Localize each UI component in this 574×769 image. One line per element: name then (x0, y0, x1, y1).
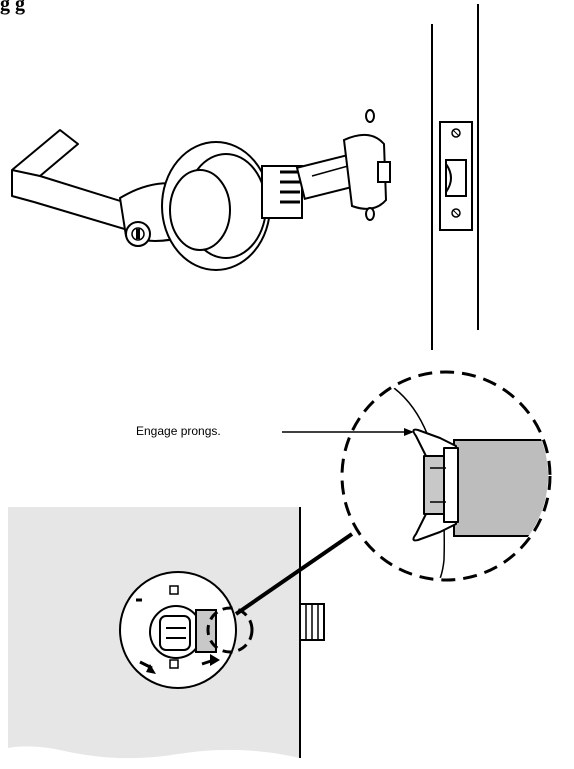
spindle-and-latch (261, 152, 363, 219)
rose-plate (119, 571, 237, 689)
strike-plate (439, 121, 473, 231)
door-edge (431, 4, 479, 350)
detail-marker-circle (206, 606, 254, 654)
latch-faceplate (342, 109, 391, 221)
magnify-connector (234, 532, 354, 616)
heading-fragment: g g (0, 0, 25, 15)
mounting-hole-icon (365, 109, 375, 123)
lever-rose (161, 141, 271, 271)
mounting-hole-icon (365, 207, 375, 221)
engaging-prongs (412, 428, 459, 542)
lever-handle (11, 129, 187, 242)
latch-bolt (299, 603, 325, 641)
callout-arrowhead (404, 428, 414, 436)
callout-label: Engage prongs. (136, 424, 221, 438)
key-cylinder (125, 221, 151, 247)
magnified-detail (340, 370, 552, 582)
